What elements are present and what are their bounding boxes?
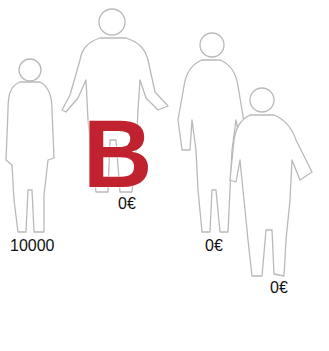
- person-head: [200, 33, 224, 57]
- person-head: [19, 59, 41, 81]
- person-head: [99, 9, 125, 35]
- person-silhouette: [6, 82, 54, 232]
- amount-label: 0€: [118, 195, 136, 213]
- amount-label: 0€: [270, 279, 288, 297]
- amount-label: 10000: [10, 237, 55, 255]
- person-head: [250, 88, 274, 112]
- person-silhouette: [230, 115, 312, 276]
- amount-label: 0€: [205, 237, 223, 255]
- group-letter: B: [83, 106, 152, 202]
